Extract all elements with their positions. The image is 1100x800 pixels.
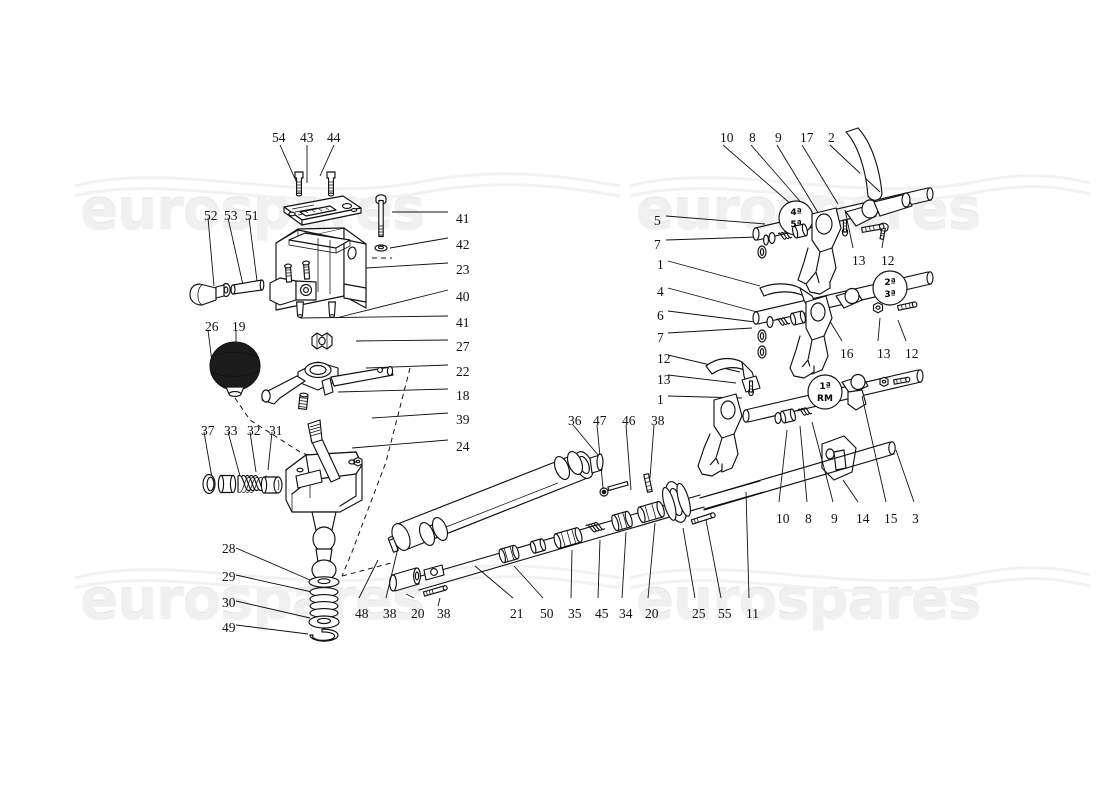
callout-8: 8	[805, 511, 812, 526]
callout-38: 38	[437, 606, 451, 621]
callout-1: 1	[657, 392, 664, 407]
callout-9: 9	[775, 130, 782, 145]
callout-38: 38	[383, 606, 397, 621]
callout-13: 13	[877, 346, 891, 361]
callout-31: 31	[269, 423, 283, 438]
callout-44: 44	[327, 130, 341, 145]
gear-mark-3a: 3ª	[884, 290, 895, 300]
callout-20: 20	[645, 606, 659, 621]
callout-25: 25	[692, 606, 706, 621]
callout-28: 28	[222, 541, 236, 556]
callout-12: 12	[657, 351, 671, 366]
callout-43: 43	[300, 130, 314, 145]
callout-17: 17	[800, 130, 814, 145]
callout-36: 36	[568, 413, 582, 428]
callout-23: 23	[456, 262, 470, 277]
callout-20: 20	[411, 606, 425, 621]
gear-mark-4a: 4ª	[790, 208, 801, 218]
callout-13: 13	[657, 372, 671, 387]
callout-24: 24	[456, 439, 470, 454]
callout-45: 45	[595, 606, 609, 621]
callout-10: 10	[720, 130, 734, 145]
callout-48: 48	[355, 606, 369, 621]
callout-47: 47	[593, 413, 607, 428]
gear-mark-1a: 1ª	[819, 382, 830, 392]
callout-42: 42	[456, 237, 470, 252]
callout-33: 33	[224, 423, 238, 438]
callout-18: 18	[456, 388, 470, 403]
callout-8: 8	[749, 130, 756, 145]
callout-10: 10	[776, 511, 790, 526]
callout-14: 14	[856, 511, 870, 526]
callout-13: 13	[852, 253, 866, 268]
callout-11: 11	[746, 606, 759, 621]
callout-6: 6	[657, 308, 664, 323]
callout-53: 53	[224, 208, 238, 223]
gear-mark-5a: 5ª	[790, 220, 801, 230]
callout-32: 32	[247, 423, 261, 438]
gear-mark-2a: 2ª	[884, 278, 895, 288]
callout-12: 12	[881, 253, 895, 268]
callout-1: 1	[657, 257, 664, 272]
callout-15: 15	[884, 511, 898, 526]
callout-40: 40	[456, 289, 470, 304]
callout-5: 5	[654, 213, 661, 228]
callout-9: 9	[831, 511, 838, 526]
callout-21: 21	[510, 606, 524, 621]
callout-29: 29	[222, 569, 236, 584]
callout-35: 35	[568, 606, 582, 621]
callout-38: 38	[651, 413, 665, 428]
callout-51: 51	[245, 208, 259, 223]
callout-54: 54	[272, 130, 286, 145]
callout-41: 41	[456, 211, 470, 226]
callout-39: 39	[456, 412, 470, 427]
callout-7: 7	[657, 330, 664, 345]
callout-2: 2	[828, 130, 835, 145]
callout-7: 7	[654, 237, 661, 252]
callout-41: 41	[456, 315, 470, 330]
callout-30: 30	[222, 595, 236, 610]
callout-19: 19	[232, 319, 246, 334]
callout-26: 26	[205, 319, 219, 334]
callout-49: 49	[222, 620, 236, 635]
callout-46: 46	[622, 413, 636, 428]
callout-37: 37	[201, 423, 215, 438]
callout-50: 50	[540, 606, 554, 621]
callout-12: 12	[905, 346, 919, 361]
callout-55: 55	[718, 606, 732, 621]
gear-mark-rm: RM	[817, 394, 833, 404]
callout-27: 27	[456, 339, 470, 354]
callout-16: 16	[840, 346, 854, 361]
callout-52: 52	[204, 208, 218, 223]
callout-34: 34	[619, 606, 633, 621]
callout-4: 4	[657, 284, 664, 299]
callout-22: 22	[456, 364, 470, 379]
callout-3: 3	[912, 511, 919, 526]
